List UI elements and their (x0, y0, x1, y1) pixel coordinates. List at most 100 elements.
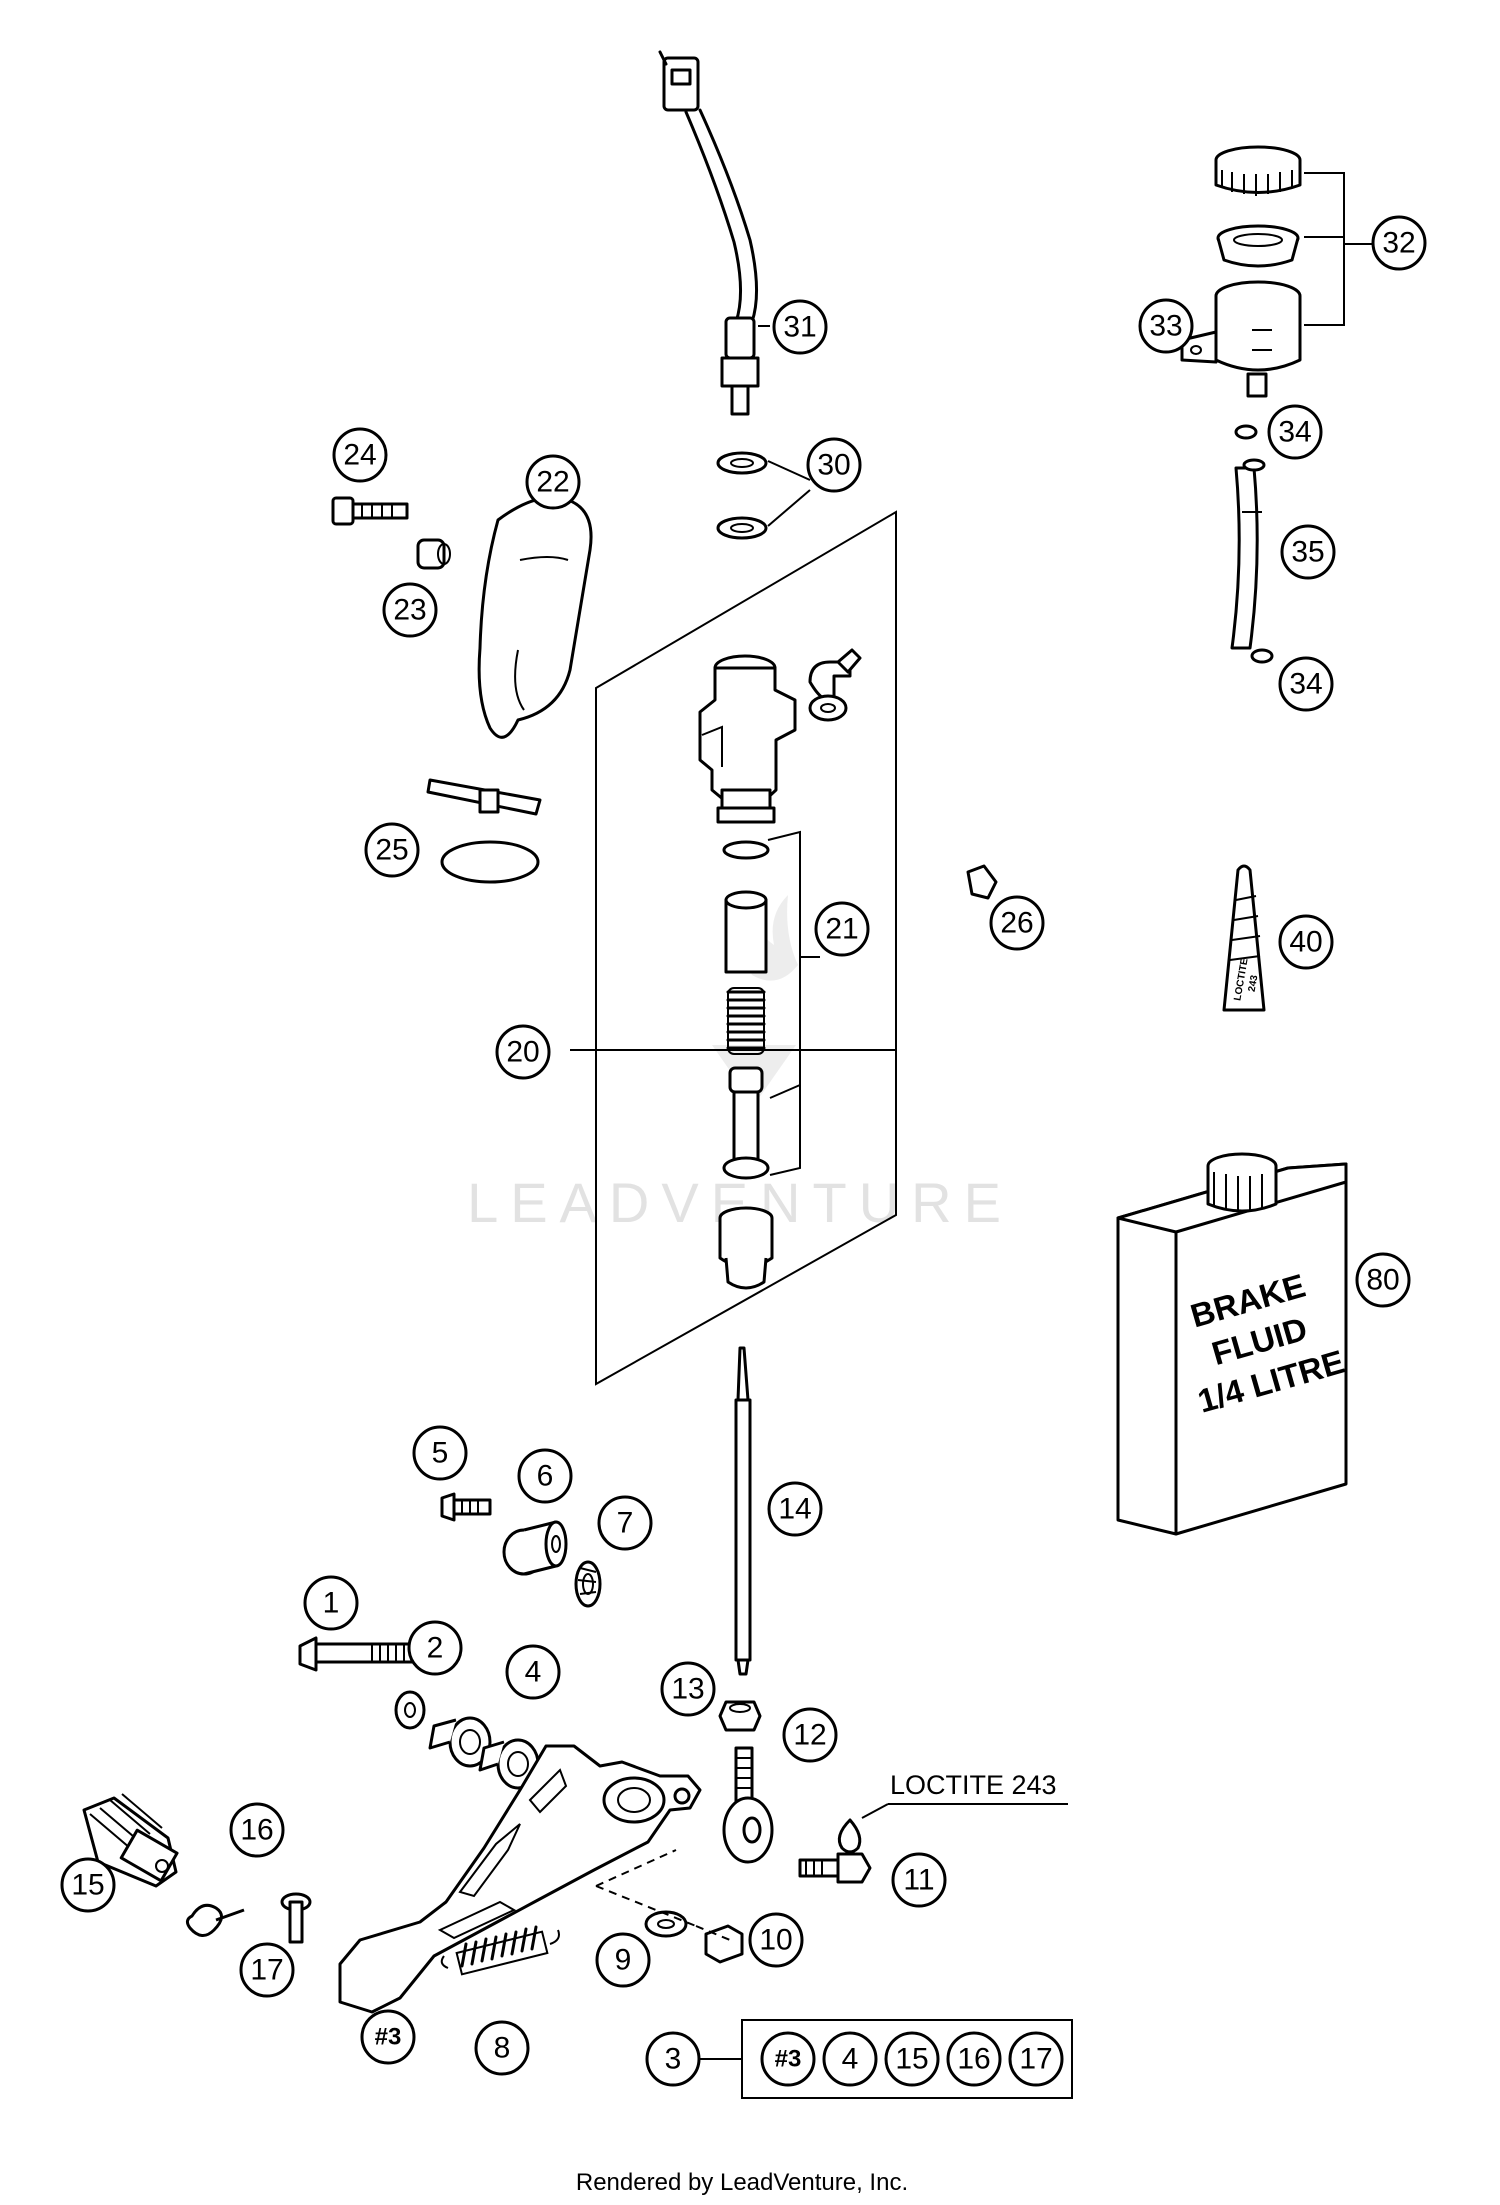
callout-h3: #3 (360, 2009, 416, 2065)
callout-label: 10 (759, 1924, 792, 1957)
callout-circle (360, 2009, 416, 2065)
kit-box (741, 2019, 1073, 2099)
cover-nut (416, 538, 451, 570)
reservoir-cap (1214, 145, 1302, 196)
callout-label: 34 (1289, 668, 1322, 701)
callout-13: 13 (660, 1661, 716, 1717)
reservoir-diaphragm (1216, 224, 1300, 268)
callout-22: 22 (525, 454, 581, 510)
callout-1: 1 (303, 1575, 359, 1631)
kit-item-label: 17 (1019, 2043, 1052, 2076)
washer (644, 1910, 688, 1938)
hose-clamp-top (1234, 424, 1258, 440)
needle-bearing (574, 1560, 602, 1608)
callout-circle (989, 895, 1045, 951)
kit-item-circle (822, 2031, 878, 2087)
kit-item-h3: #3 (760, 2031, 816, 2087)
callout-8: 8 (474, 2020, 530, 2076)
callout-label: 35 (1291, 536, 1324, 569)
breather-hose (1230, 466, 1259, 650)
reservoir-body (1180, 280, 1302, 398)
pedal-bearing-1 (428, 1716, 492, 1768)
callout-label: 40 (1289, 926, 1322, 959)
callout-17: 17 (239, 1942, 295, 1998)
callout-33: 33 (1138, 298, 1194, 354)
callout-label: 4 (525, 1656, 542, 1689)
dust-boot (718, 1206, 774, 1290)
kit-item-17: 17 (1008, 2031, 1064, 2087)
callout-circle (782, 1707, 838, 1763)
callout-circle (1267, 404, 1323, 460)
callout-26: 26 (989, 895, 1045, 951)
callout-circle (806, 437, 862, 493)
callout-label: #3 (375, 2024, 402, 2051)
kit-item-circle (760, 2031, 816, 2087)
kit-item-label: 15 (895, 2043, 928, 2076)
callout-circle (239, 1942, 295, 1998)
return-spring (440, 1925, 560, 1976)
callout-label: 32 (1382, 227, 1415, 260)
kit-item-15: 15 (884, 2031, 940, 2087)
callout-label: 1 (323, 1587, 340, 1620)
loctite-drop (837, 1818, 862, 1854)
piston-sleeve (724, 890, 768, 974)
master-cylinder-group-outline (595, 510, 897, 1386)
callout-label: 23 (393, 594, 426, 627)
kit-item-label: 4 (842, 2043, 859, 2076)
callout-34: 34 (1267, 404, 1323, 460)
kit-item-circle (884, 2031, 940, 2087)
callout-6: 6 (517, 1448, 573, 1504)
clevis-bolt (798, 1852, 872, 1884)
kit-item-4: 4 (822, 2031, 878, 2087)
callout-circle (1278, 656, 1334, 712)
callout-label: 5 (432, 1437, 449, 1470)
callout-circle (495, 1024, 551, 1080)
callout-circle (517, 1448, 573, 1504)
callout-label: 8 (494, 2032, 511, 2065)
switch-cover (477, 496, 593, 739)
callout-circle (407, 1620, 463, 1676)
callout-16: 16 (229, 1802, 285, 1858)
callout-35: 35 (1280, 524, 1336, 580)
push-rod (734, 1346, 752, 1676)
callout-circle (767, 1481, 823, 1537)
loctite-bottle: LOCTITE 243 (1222, 864, 1266, 1012)
circlip (722, 1156, 770, 1180)
callout-circle (303, 1575, 359, 1631)
piston (728, 1066, 764, 1170)
callout-label: 22 (536, 466, 569, 499)
callout-14: 14 (767, 1481, 823, 1537)
brake-fluid-can: BRAKE FLUID 1/4 LITRE (1116, 1152, 1348, 1536)
callout-31: 31 (772, 299, 828, 355)
callout-circle (382, 582, 438, 638)
callout-7: 7 (597, 1495, 653, 1551)
kit-item-label: 16 (957, 2043, 990, 2076)
callout-label: 9 (615, 1944, 632, 1977)
kit-item-circle (946, 2031, 1002, 2087)
brake-fluid-cap (1206, 1152, 1278, 1213)
callouts: 1234567891011121314151617202122232425263… (60, 215, 1427, 2087)
callout-80: 80 (1355, 1252, 1411, 1308)
kit-item-circle (1008, 2031, 1064, 2087)
callout-label: 17 (250, 1954, 283, 1987)
bottle-label-line-2: 243 (1247, 974, 1261, 993)
callout-20: 20 (495, 1024, 551, 1080)
callout-label: 25 (375, 834, 408, 867)
callout-2: 2 (407, 1620, 463, 1676)
callout-11: 11 (891, 1852, 947, 1908)
callout-circle (1280, 524, 1336, 580)
callout-4: 4 (505, 1644, 561, 1700)
callout-circle (412, 1425, 468, 1481)
callout-circle (1138, 298, 1194, 354)
callout-circle (772, 299, 828, 355)
clevis-pin (280, 1892, 312, 1944)
callout-label: 24 (343, 439, 376, 472)
torsion-spring (185, 1903, 245, 1937)
brake-pedal (338, 1744, 702, 2014)
callout-15: 15 (60, 1857, 116, 1913)
callout-circle (814, 901, 870, 957)
callout-circle (748, 1912, 804, 1968)
callout-label: 30 (817, 449, 850, 482)
callout-label: 3 (665, 2043, 682, 2076)
callout-label: 6 (537, 1460, 554, 1493)
